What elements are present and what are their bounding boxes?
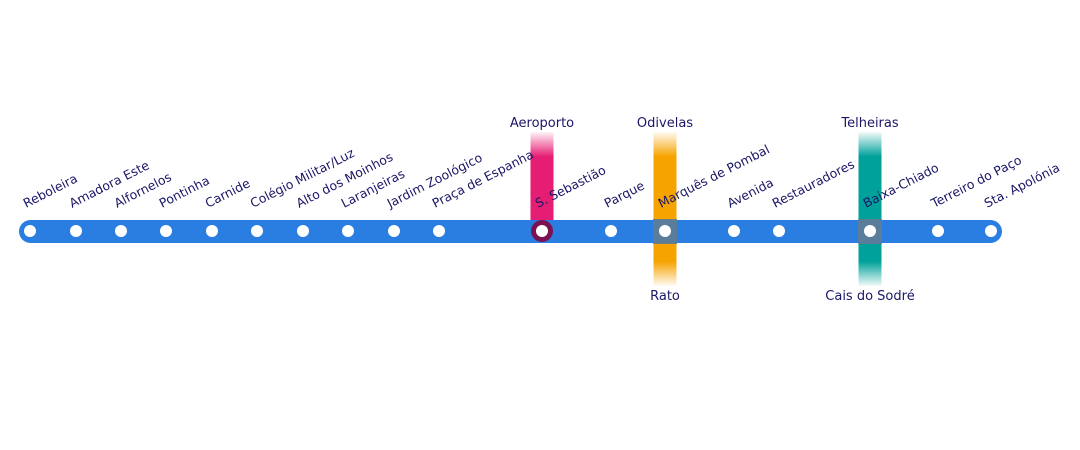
interchange-label-telheiras: Telheiras xyxy=(840,116,899,131)
interchange-label-aeroporto: Aeroporto xyxy=(510,116,574,131)
interchange-label-cais-do-sodre: Cais do Sodré xyxy=(825,289,914,304)
station-dot-restauradores[interactable] xyxy=(773,225,785,237)
station-dot-sta-apolonia[interactable] xyxy=(985,225,997,237)
station-dot-alto-dos-moinhos[interactable] xyxy=(297,225,309,237)
station-label-carnide: Carnide xyxy=(203,175,253,210)
station-dot-laranjeiras[interactable] xyxy=(342,225,354,237)
station-dot-baixa-chiado[interactable] xyxy=(864,225,876,237)
station-dot-marques-de-pombal[interactable] xyxy=(659,225,671,237)
station-dot-terreiro-do-paco[interactable] xyxy=(932,225,944,237)
station-dot-s-sebastiao[interactable] xyxy=(536,225,548,237)
interchange-branches xyxy=(530,132,882,286)
station-markers xyxy=(24,225,997,237)
blue-line-track xyxy=(19,220,1002,243)
branch-green xyxy=(858,132,882,286)
interchange-label-rato: Rato xyxy=(650,289,680,304)
station-dot-carnide[interactable] xyxy=(206,225,218,237)
station-dot-colegio-militar-luz[interactable] xyxy=(251,225,263,237)
station-dot-reboleira[interactable] xyxy=(24,225,36,237)
station-dot-avenida[interactable] xyxy=(728,225,740,237)
interchange-label-odivelas: Odivelas xyxy=(637,116,693,131)
station-label-avenida: Avenida xyxy=(725,175,776,211)
station-label-restauradores: Restauradores xyxy=(770,156,857,210)
station-dot-jardim-zoologico[interactable] xyxy=(388,225,400,237)
station-dot-parque[interactable] xyxy=(605,225,617,237)
station-dot-praca-de-espanha[interactable] xyxy=(433,225,445,237)
station-dot-alfornelos[interactable] xyxy=(115,225,127,237)
station-dot-amadora-este[interactable] xyxy=(70,225,82,237)
branch-red xyxy=(530,132,554,243)
station-dot-pontinha[interactable] xyxy=(160,225,172,237)
branch-yellow xyxy=(653,132,677,286)
station-label-parque: Parque xyxy=(602,178,647,211)
station-label-terreiro-do-paco: Terreiro do Paço xyxy=(928,152,1024,211)
